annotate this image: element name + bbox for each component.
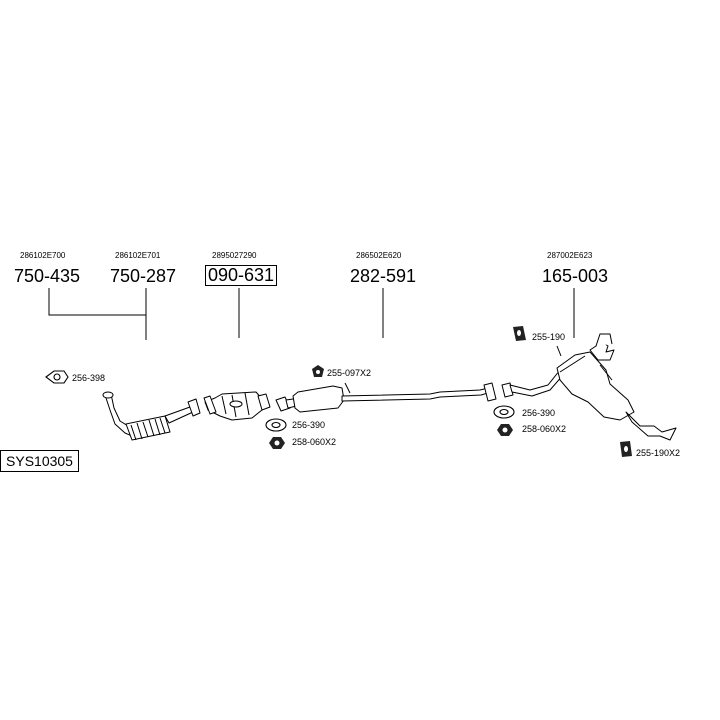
mounting-rubber-icon[interactable]	[312, 365, 324, 377]
part-number-front-pipe-a[interactable]: 750-435	[14, 266, 81, 286]
fitting-label-mounting-rubber[interactable]: 255-097X2	[327, 368, 372, 378]
gasket-icon[interactable]	[265, 418, 287, 432]
hanger-rubber-icon[interactable]	[513, 326, 526, 341]
centre-silencer[interactable]	[275, 382, 497, 413]
gasket-icon[interactable]	[493, 405, 515, 419]
nut-icon[interactable]	[269, 437, 285, 449]
fitting-label-gasket-centre[interactable]: 256-390	[292, 420, 326, 430]
oem-number-front-pipe-a: 286102E700	[20, 251, 66, 260]
fitting-label-hanger-rubber-rear[interactable]: 255-190X2	[636, 448, 681, 458]
catalytic-converter[interactable]	[203, 391, 271, 421]
gasket-icon[interactable]	[45, 370, 69, 384]
rear-silencer[interactable]	[501, 333, 677, 441]
hanger-rubber-icon[interactable]	[620, 441, 632, 457]
fitting-label-gasket-rear[interactable]: 256-390	[522, 408, 556, 418]
part-number-catalytic-converter[interactable]: 090-631	[205, 265, 278, 286]
oem-number-front-pipe-b: 286102E701	[115, 251, 161, 260]
oem-number-rear-silencer: 287002E623	[547, 251, 593, 260]
front-pipe[interactable]	[102, 391, 201, 441]
fitting-label-hanger-rubber[interactable]: 255-190	[532, 332, 566, 342]
fitting-label-nut-centre[interactable]: 258-060X2	[292, 437, 337, 447]
fitting-label-nut-rear[interactable]: 258-060X2	[522, 424, 567, 434]
leader-lines	[48, 288, 575, 394]
system-code-badge: SYS10305	[0, 450, 79, 472]
part-number-front-pipe-b[interactable]: 750-287	[110, 266, 177, 286]
oem-number-centre-silencer: 286502E620	[356, 251, 402, 260]
oem-number-catalytic-converter: 2895027290	[212, 251, 257, 260]
part-number-rear-silencer[interactable]: 165-003	[542, 266, 609, 286]
fitting-label-gasket-front[interactable]: 256-398	[72, 373, 106, 383]
nut-icon[interactable]	[497, 424, 513, 436]
part-number-centre-silencer[interactable]: 282-591	[350, 266, 417, 286]
